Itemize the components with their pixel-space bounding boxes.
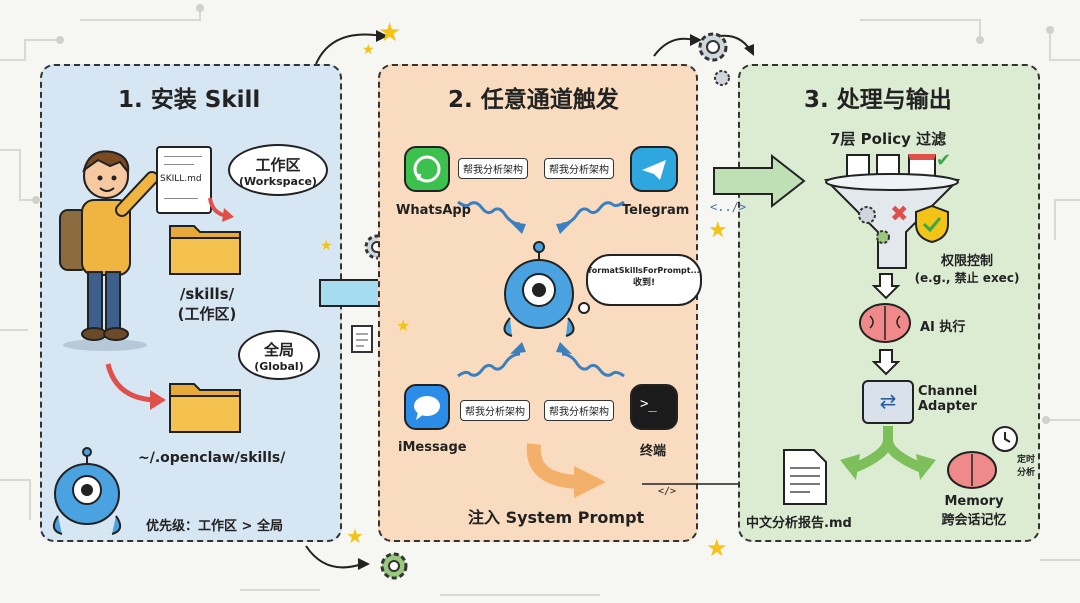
shield-icon [915, 204, 949, 244]
inject-arrow [526, 443, 606, 498]
skill-file-icon: SKILL.md [156, 146, 212, 214]
global-folder-icon [169, 383, 241, 433]
timer-label: 定时 分析 [1016, 455, 1035, 478]
install-title: 1. 安装 Skill [118, 87, 261, 113]
gear-icon [698, 32, 728, 62]
global-bubble: 全局 (Global) [238, 330, 320, 380]
star-icon: ★ [320, 238, 333, 254]
code-icon: <../> [710, 200, 747, 214]
memory-brain-icon [947, 451, 997, 489]
report-document-icon [783, 449, 827, 505]
down-arrow [871, 349, 901, 376]
star-icon: ★ [362, 42, 375, 58]
gear-icon [876, 230, 890, 244]
flow-arrow-2 [713, 153, 806, 209]
whatsapp-icon[interactable] [404, 146, 450, 192]
terminal-icon[interactable]: >_ [630, 384, 678, 430]
robot-mascot-icon [503, 241, 575, 337]
policy-label: 7层 Policy 过滤 [830, 130, 947, 148]
blocked-icon: ✖ [890, 202, 909, 227]
output-title: 3. 处理与输出 [804, 87, 952, 113]
gear-icon [380, 552, 408, 580]
code-icon: </> [658, 486, 677, 497]
check-icon: ✔ [936, 150, 952, 171]
star-icon: ★ [706, 534, 728, 562]
thought-dot [578, 302, 590, 314]
telegram-icon[interactable] [630, 146, 678, 192]
down-arrow [871, 273, 901, 300]
channel-message-telegram: 帮我分析架构 [544, 158, 614, 179]
channel-message-imessage: 帮我分析架构 [460, 400, 530, 421]
top-curve-arrow-1 [315, 30, 388, 65]
trigger-title: 2. 任意通道触发 [448, 87, 619, 113]
gear-icon [714, 70, 730, 86]
thought-bubble: formatSkillsForPrompt... 收到! [586, 254, 702, 306]
channel-message-terminal: 帮我分析架构 [544, 400, 614, 421]
brain-icon [859, 303, 911, 343]
channel-label-terminal: 终端 [640, 444, 667, 459]
channel-message-whatsapp: 帮我分析架构 [458, 158, 528, 179]
document-icon [351, 325, 373, 353]
adapter-icon: ⇄ [862, 380, 914, 424]
ai-exec-label: AI 执行 [920, 320, 966, 335]
gear-icon [858, 206, 876, 224]
skill-file-name: SKILL.md [160, 174, 202, 184]
star-icon: ★ [378, 18, 402, 48]
adapter-label: Channel Adapter [918, 384, 978, 414]
clock-icon [992, 426, 1018, 452]
star-icon: ★ [708, 218, 728, 243]
permission-label: 权限控制 (e.g., 禁止 exec) [914, 254, 1020, 285]
workspace-bubble: 工作区 (Workspace) [228, 144, 328, 196]
robot-mascot-icon [52, 447, 122, 535]
channel-label-telegram: Telegram [622, 203, 690, 218]
global-path: ~/.openclaw/skills/ [138, 450, 286, 466]
report-label: 中文分析报告.md [746, 516, 852, 531]
signal-arrows [457, 200, 625, 378]
inject-label: 注入 System Prompt [468, 508, 645, 527]
red-arrow-icon [105, 363, 166, 410]
memory-label: Memory 跨会话记忆 [941, 494, 1007, 528]
split-arrows [840, 426, 936, 480]
funnel-icon [823, 173, 961, 269]
workspace-folder-icon [169, 225, 241, 275]
bottom-curve-arrow [305, 545, 370, 570]
star-icon: ★ [396, 316, 411, 335]
star-icon: ★ [346, 524, 364, 548]
user-with-backpack-icon [59, 150, 159, 351]
channel-label-imessage: iMessage [398, 440, 467, 455]
top-curve-arrow-2 [653, 34, 754, 57]
imessage-icon[interactable] [404, 384, 450, 430]
priority-note: 优先级：工作区 > 全局 [146, 519, 283, 534]
workspace-path: /skills/ (工作区) [177, 285, 237, 323]
channel-label-whatsapp: WhatsApp [396, 203, 471, 218]
red-arrow-icon [208, 197, 234, 222]
